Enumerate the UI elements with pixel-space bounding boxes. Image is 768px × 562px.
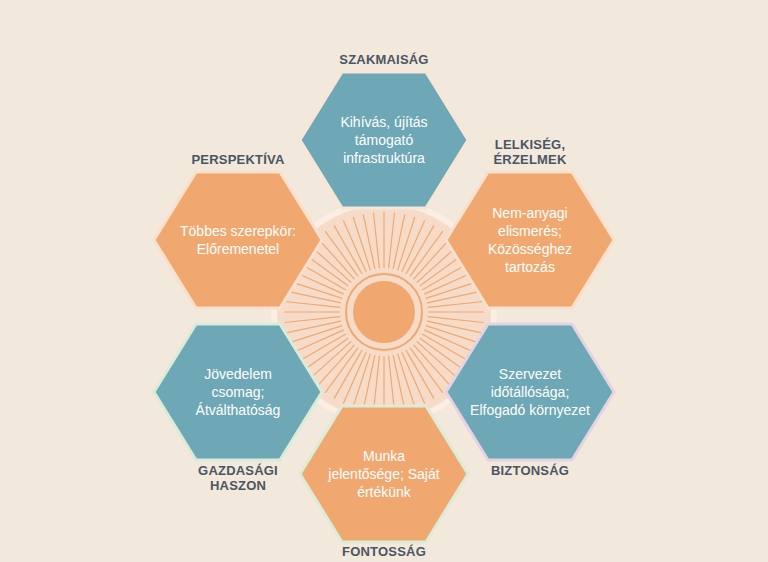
sun-ray: [427, 291, 482, 303]
hexagon-shape: [154, 172, 322, 308]
hexagon-text: Nem-anyagi elismerés; Közösséghez tartoz…: [470, 204, 591, 277]
sun-ray: [428, 317, 484, 323]
sun-ring: [346, 274, 422, 350]
sun-ray: [317, 345, 355, 387]
sun-ray: [426, 281, 479, 298]
sun-ray: [413, 238, 451, 280]
sun-ray: [317, 238, 355, 280]
hexagon-text-box: Munka jelentősége; Saját értékünk: [324, 414, 445, 534]
sun-ray: [343, 352, 366, 403]
sun-ray: [363, 355, 375, 410]
hexagon-node: GAZDASÁGI HASZONJövedelem csomag; Átvált…: [154, 324, 322, 460]
hexagon-node: SZAKMAISÁGKihívás, újítás támogató infra…: [300, 72, 468, 208]
sun-ray: [428, 302, 484, 308]
sun-ray: [374, 213, 380, 269]
category-heading: GAZDASÁGI HASZON: [183, 464, 293, 494]
category-heading: PERSPEKTÍVA: [163, 153, 313, 168]
sun-ray: [417, 341, 459, 379]
hexagon-text-box: Nem-anyagi elismerés; Közösséghez tartoz…: [470, 180, 591, 300]
sun-ray: [310, 341, 352, 379]
hexagon-text-box: Kihívás, újítás támogató infrastruktúra: [324, 80, 445, 200]
sun-ray: [284, 311, 340, 312]
hexagon-text-box: Többes szerepkör: Előremenetel: [178, 180, 299, 300]
sun-ray: [325, 348, 358, 393]
hexagon-node: BIZTONSÁGSzervezet időtállósága; Elfogad…: [446, 324, 614, 460]
sun-ray: [374, 356, 380, 412]
hexagon-outline: [446, 324, 614, 460]
sun-ray: [289, 326, 342, 343]
hexagon-node: FONTOSSÁGMunka jelentősége; Saját értékü…: [300, 406, 468, 542]
hexagon-outline: [300, 406, 468, 542]
sun-ray: [389, 356, 395, 412]
sun-ray: [353, 217, 370, 270]
sun-ray: [383, 356, 384, 412]
hexagon-text: Kihívás, újítás támogató infrastruktúra: [324, 113, 445, 168]
hexagon-text-box: Szervezet időtállósága; Elfogadó környez…: [470, 332, 591, 452]
sun-ray: [285, 302, 341, 308]
sun-ray: [393, 355, 405, 410]
category-heading: LELKISÉG, ÉRZELMEK: [480, 138, 580, 168]
sun-ray: [389, 213, 395, 269]
hexagon-text: Munka jelentősége; Saját értékünk: [324, 447, 445, 502]
sun-ray: [398, 354, 415, 407]
sun-ray: [363, 214, 375, 269]
hexagon-outline: [154, 172, 322, 308]
sun-core: [353, 281, 415, 343]
hexagon-text: Jövedelem csomag; Átválthatóság: [178, 365, 299, 420]
sun-ray: [383, 212, 384, 268]
hexagon-outline: [300, 72, 468, 208]
sun-ray: [424, 330, 475, 353]
hexagon-outline: [446, 172, 614, 308]
sun-ray: [286, 321, 341, 333]
sun-ray: [428, 311, 484, 312]
sun-ray: [402, 221, 425, 272]
hexagon-node: PERSPEKTÍVATöbbes szerepkör: Előremenete…: [154, 172, 322, 308]
hexagon-shape: [446, 172, 614, 308]
sun-ray: [393, 214, 405, 269]
hexagon-text: Szervezet időtállósága; Elfogadó környez…: [470, 365, 591, 420]
sun-ray: [286, 291, 341, 303]
hexagon-text-box: Jövedelem csomag; Átválthatóság: [178, 332, 299, 452]
hexagon-text: Többes szerepkör: Előremenetel: [178, 222, 299, 258]
category-heading: FONTOSSÁG: [309, 545, 459, 560]
sun-ray: [285, 317, 341, 323]
sun-ray: [413, 345, 451, 387]
hexagon-outline: [154, 324, 322, 460]
hexagon-node: LELKISÉG, ÉRZELMEKNem-anyagi elismerés; …: [446, 172, 614, 308]
sun-ray: [427, 321, 482, 333]
sun-ray: [410, 231, 443, 276]
category-heading: BIZTONSÁG: [455, 464, 605, 479]
sun-ray: [420, 338, 465, 371]
category-heading: SZAKMAISÁG: [309, 53, 459, 68]
